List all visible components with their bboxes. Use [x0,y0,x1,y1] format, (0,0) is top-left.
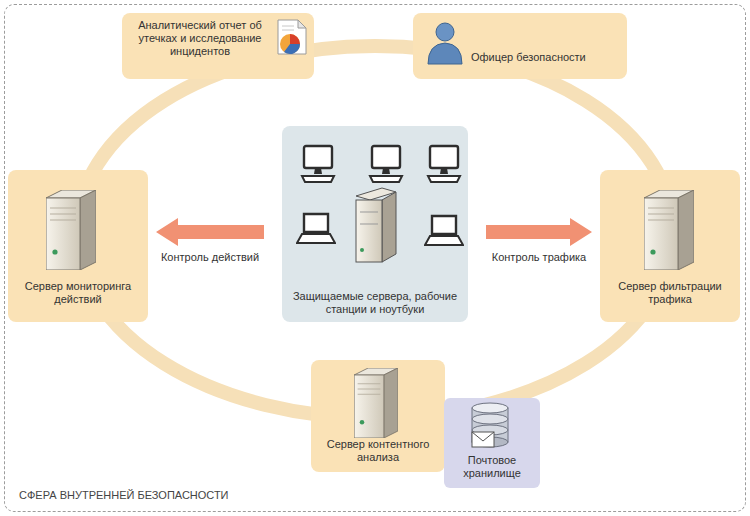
flow-arrow [486,218,592,246]
protected-hosts-box: Защищаемые сервера, рабочие станции и но… [282,126,468,322]
node-label: Почтовое хранилище [452,454,532,480]
server-box: Сервер мониторинга действий [8,170,148,322]
flow-arrow [156,218,264,246]
server-box: Сервер фильтрации трафика [600,170,740,322]
node-label: Офицер безопасности [471,51,621,64]
mail-storage-box: Почтовое хранилище [444,398,540,488]
node-label: Аналитический отчет об утечках и исследо… [126,19,274,58]
node-label: Сервер фильтрации трафика [614,280,726,306]
node-label: Защищаемые сервера, рабочие станции и но… [292,290,458,316]
node-label: СФЕРА ВНУТРЕННЕЙ БЕЗОПАСНОСТИ [19,489,379,502]
node-label: Сервер мониторинга действий [16,280,140,306]
officer-box: Офицер безопасности [413,13,627,79]
report-box: Аналитический отчет об утечках и исследо… [122,13,314,79]
arrow-label: Контроль действий [161,251,259,264]
arrow-label: Контроль трафика [492,251,586,264]
server-box: Сервер контентного анализа [311,360,445,472]
node-label: Сервер контентного анализа [319,438,437,464]
security-zone: СФЕРА ВНУТРЕННЕЙ БЕЗОПАСНОСТИ Аналитическ… [4,4,746,512]
